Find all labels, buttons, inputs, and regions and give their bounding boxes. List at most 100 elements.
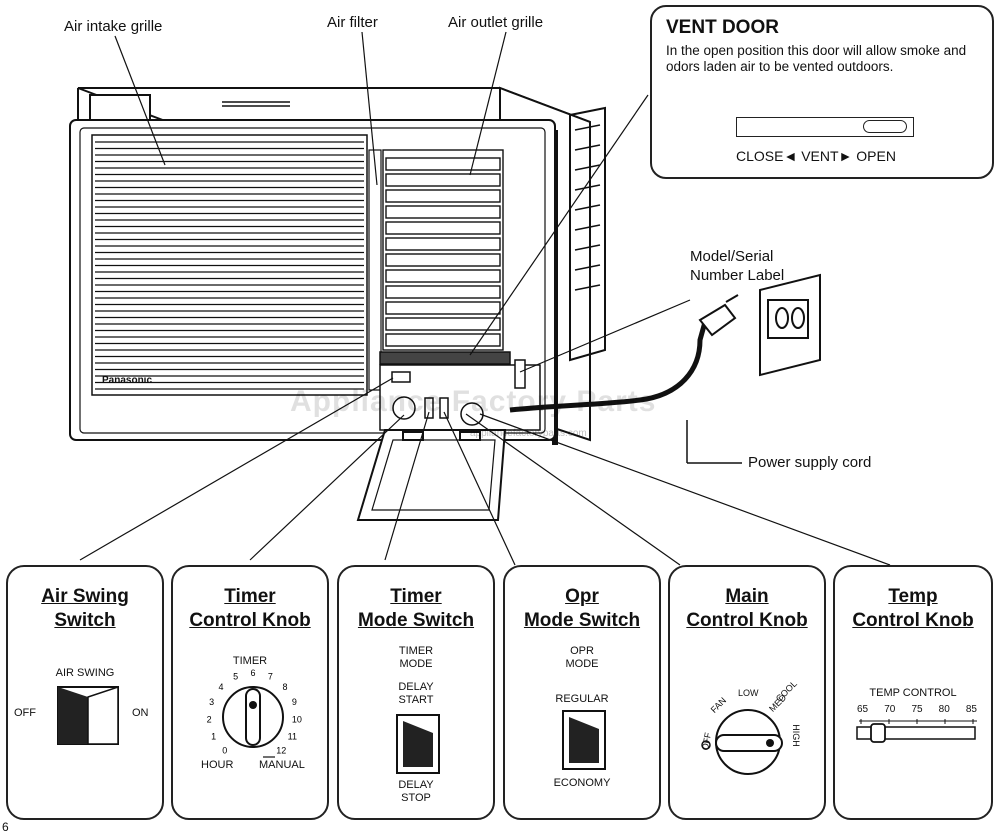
air-swing-on: ON [132,707,149,719]
temp-knob-title-2: Control Knob [852,610,974,631]
outlet-louvre [385,301,501,315]
main-knob-title-2: Control Knob [686,610,808,631]
temp-control-label: TEMP CONTROL [869,687,957,699]
delay-start-2: START [398,694,434,706]
timer-mode-label-1: TIMER [398,645,434,657]
opr-mode-rocker-icon [562,710,606,770]
air-swing-title-1: Air Swing [41,586,129,607]
timer-dial-number: 2 [207,715,212,725]
control-cover [356,429,507,521]
outlet-louvre [385,333,501,347]
timer-dial-number: 5 [233,672,238,682]
control-panel [379,351,541,431]
timer-mode-label-2: MODE [399,658,433,670]
temp-slider-icon [856,719,977,743]
vent-slider [736,117,914,137]
temp-65: 65 [857,704,869,715]
panel-timer-mode-switch: Timer Mode Switch TIMER MODE DELAY START… [337,565,495,820]
timer-dial-icon [222,686,284,758]
temp-scale: 65 70 75 80 85 [857,704,977,715]
outlet-louvre [385,189,501,203]
timer-dial-number: 1 [211,732,216,742]
watermark-url: appliancefactoryparts.com [470,428,587,439]
air-intake-grille-label: Air intake grille [64,18,163,35]
timer-dial-number: 9 [292,697,297,707]
timer-manual: MANUAL [259,759,305,771]
temp-85: 85 [965,704,977,715]
brand-logo: Panasonic [102,375,153,386]
temp-knob-title-1: Temp [888,586,938,607]
outlet-louvre [385,285,501,299]
opr-mode-title-1: Opr [565,586,599,607]
model-serial-label-1: Model/Serial [690,248,774,265]
vent-door-title: VENT DOOR [666,17,779,38]
timer-dial-number: 12 [276,746,286,756]
outlet-louvre [385,221,501,235]
wall-outlet [759,273,821,377]
main-knob-title-1: Main [725,586,769,607]
timer-dial-number: 8 [282,682,287,692]
air-filter-label: Air filter [327,14,378,31]
opr-mode-label-2: MODE [565,658,599,670]
timer-knob-title-2: Control Knob [189,610,311,631]
timer-mode-title-2: Mode Switch [357,610,475,631]
vent-door-box: VENT DOOR In the open position this door… [650,5,994,179]
panel-temp-control-knob: Temp Control Knob TEMP CONTROL 65 70 75 … [833,565,993,820]
temp-80: 80 [938,704,950,715]
air-swing-off: OFF [14,707,36,719]
vent-door-description: In the open position this door will allo… [666,43,967,74]
economy-label: ECONOMY [553,777,611,789]
air-outlet-grille [382,149,504,351]
panel-main-control-knob: Main Control Knob OFF FAN LOW COOL MED H… [668,565,826,820]
panel-opr-mode-switch: Opr Mode Switch OPR MODE REGULAR ECONOMY [503,565,661,820]
regular-label: REGULAR [555,693,609,705]
timer-dial-number: 10 [292,715,302,725]
timer-hour: HOUR [201,759,234,771]
temp-70: 70 [884,704,896,715]
outlet-louvre [385,237,501,251]
watermark: Appliance Factory Parts [290,385,657,418]
power-supply-cord-label: Power supply cord [748,454,872,471]
air-intake-grille [91,134,368,396]
timer-mode-title-1: Timer [390,586,442,607]
vent-slider-knob [863,120,907,133]
outlet-louvre [385,157,501,171]
outlet-louvre [385,253,501,267]
outlet-louvre [385,173,501,187]
page-number: 6 [2,820,9,834]
outlet-louvre [385,317,501,331]
vent-caption: CLOSE◄ VENT► OPEN [736,148,896,164]
air-filter [368,149,382,391]
power-supply-cord [509,294,742,464]
rocker-switch-icon [57,685,119,745]
outlet-louvre [385,269,501,283]
opr-mode-title-2: Mode Switch [523,610,641,631]
timer-dial-number: 7 [268,672,273,682]
timer-dial-number: 3 [209,697,214,707]
temp-75: 75 [911,704,923,715]
main-dial-icon [701,709,783,775]
delay-stop-2: STOP [401,792,431,804]
timer-dial-number: 11 [288,732,297,742]
outlet-louvre [385,205,501,219]
model-serial-label-2: Number Label [690,267,785,284]
timer-dial-number: 4 [218,682,223,692]
delay-stop-1: DELAY [398,779,434,791]
timer-knob-title-1: Timer [224,586,276,607]
timer-dial-number: 0 [222,746,227,756]
panel-air-swing-switch: Air Swing Switch AIR SWING OFF ON [6,565,164,820]
air-outlet-grille-label: Air outlet grille [448,14,544,31]
timer-mode-rocker-icon [396,714,440,774]
timer-label: TIMER [232,655,268,667]
air-swing-title-2: Switch [54,610,116,631]
opr-mode-label-1: OPR [570,645,594,657]
main-high: HIGH [790,724,801,747]
leader-lines [79,31,891,566]
air-swing-label: AIR SWING [55,667,115,679]
delay-start-1: DELAY [398,681,434,693]
timer-dial-number: 6 [250,668,255,678]
main-low: LOW [738,688,759,698]
